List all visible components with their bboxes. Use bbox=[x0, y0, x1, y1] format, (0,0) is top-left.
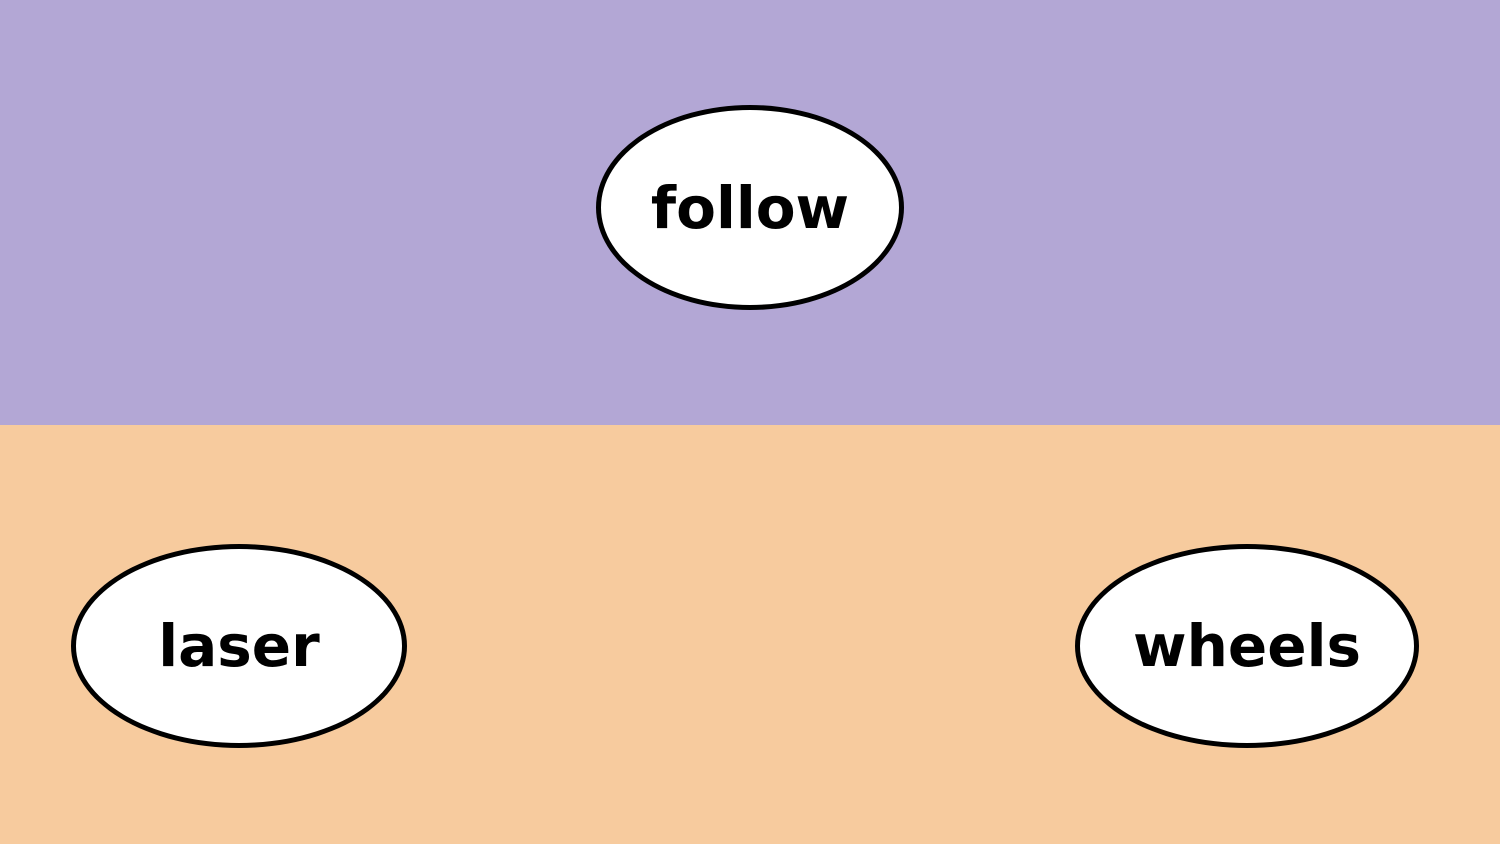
node-laser-label: laser bbox=[158, 612, 320, 680]
node-wheels-label: wheels bbox=[1133, 612, 1361, 680]
node-follow[interactable]: follow bbox=[596, 105, 904, 310]
node-follow-label: follow bbox=[650, 173, 850, 242]
node-wheels[interactable]: wheels bbox=[1075, 544, 1419, 748]
node-laser[interactable]: laser bbox=[71, 544, 407, 748]
